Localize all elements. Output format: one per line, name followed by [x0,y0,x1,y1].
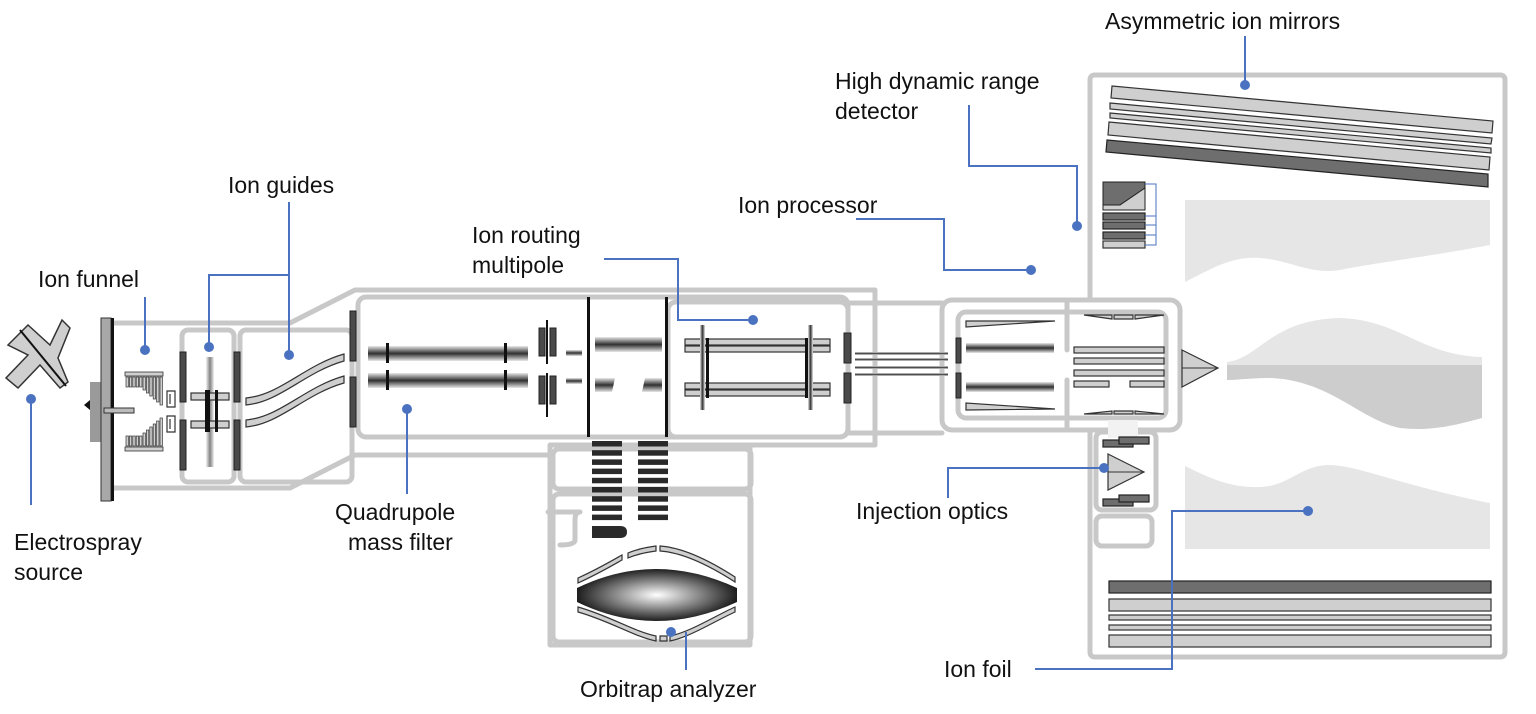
transfer-lens [638,459,668,465]
transfer-lens [592,496,622,502]
funnel-ring [159,417,163,447]
transfer-lens [592,514,622,521]
label-ion-funnel: Ion funnel [38,266,139,292]
transfer-lens [592,487,622,493]
transfer-lens [592,441,622,447]
funnel-ring [129,435,133,447]
labels: Electrospray source Ion funnel Ion guide… [14,8,1340,702]
transfer-lens [592,450,622,456]
label-ion-guides: Ion guides [228,172,334,198]
injection-optics-icon [1102,349,1220,507]
funnel-ring [132,435,136,447]
high-dynamic-range-detector-icon [1102,181,1157,249]
transfer-lens [638,514,668,521]
transfer-lens [638,487,668,493]
funnel-ring [132,376,136,388]
label-orbitrap: Orbitrap analyzer [580,676,757,702]
label-quadrupole-line1: Quadrupole [335,499,455,525]
frame-lower [109,452,553,491]
funnel-ring [156,376,160,403]
label-ion-processor: Ion processor [738,192,878,218]
label-ion-mirrors: Asymmetric ion mirrors [1105,8,1340,34]
frame-orbitrap [550,491,754,645]
funnel-ring [135,376,139,388]
callout-injection-optics [947,467,1104,498]
funnel-ring [139,435,143,447]
label-detector-line1: High dynamic range [835,68,1040,94]
funnel-ring [146,376,150,394]
funnel-ring [149,376,153,397]
frame-quad [355,294,851,440]
funnel-ring [149,426,153,447]
vacuum-housing-frames [109,72,1508,660]
funnel-ring [139,376,143,388]
funnel-ring [152,376,156,400]
ion-processor-icon [855,314,1165,438]
frame-upper [109,287,878,648]
label-irm-line1: Ion routing [472,222,581,248]
funnel-ring [142,432,146,447]
label-irm-line2: multipole [472,252,564,278]
label-electrospray-line1: Electrospray [14,529,142,555]
label-injection-optics: Injection optics [856,498,1008,524]
callout-detector [968,105,1078,226]
callout-ion-foil [1035,510,1308,670]
transfer-lens [592,459,622,465]
label-electrospray-line2: source [14,559,83,585]
ion-beam-envelope [1185,200,1490,549]
callout-ion-processor [856,218,1031,271]
callout-ion-guides [208,202,290,354]
frame-orbitrap-inner [545,509,583,548]
transfer-lens [638,496,668,502]
funnel-ring [159,376,163,406]
quadrupole-rods [368,320,582,417]
funnel-ring [135,435,139,447]
label-ion-foil: Ion foil [944,656,1012,682]
frame-irm [665,299,851,440]
ion-foil-icon [1108,580,1492,648]
transfer-lens [638,505,668,511]
ion-guide-lenses [179,310,357,471]
funnel-ring [125,376,129,388]
frame-injection-lower [1093,513,1155,549]
funnel-ring [146,429,150,447]
c-trap [587,297,668,538]
frame-astral [1087,72,1508,660]
label-detector-line2: detector [835,98,918,124]
transfer-lens [638,468,668,475]
funnel-ring [129,376,133,388]
label-quadrupole-line2: mass filter [348,529,453,555]
transfer-lens [592,468,622,475]
frame-ion-processor [939,297,1183,433]
transfer-lens [592,477,622,484]
ion-funnel-electrodes [124,371,176,452]
funnel-ring [156,420,160,447]
frame-connector [845,300,945,436]
transfer-lens [592,505,622,511]
transfer-lens [638,441,668,447]
inlet-capillary [84,317,135,502]
ion-routing-multipole-icon [684,325,852,410]
funnel-ring [152,423,156,447]
transfer-lens [638,450,668,456]
callout-lines [26,36,1313,670]
transfer-lens [638,477,668,484]
orbitrap-analyzer-icon [577,545,737,642]
electrospray-source-icon [4,318,71,390]
funnel-ring [142,376,146,391]
callout-irm [604,258,753,321]
asymmetric-ion-mirrors-icon [1105,85,1494,188]
funnel-ring [125,435,129,447]
frame-ion-processor-inner [955,309,1169,421]
